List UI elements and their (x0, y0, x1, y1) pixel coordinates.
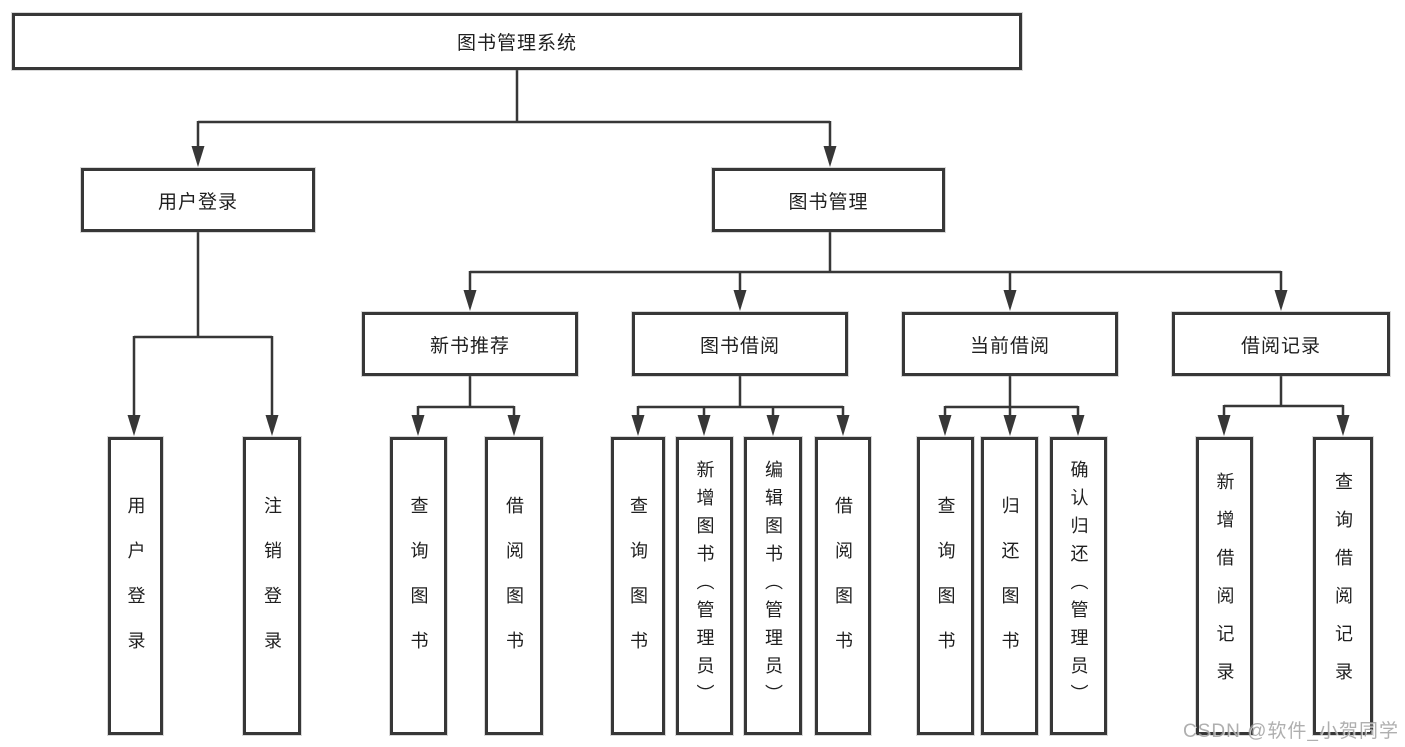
leaf-query-borrow-record-label: 查询借阅记录 (1333, 472, 1353, 700)
arrow-icon (733, 290, 747, 311)
node-user-login-label: 用户登录 (157, 191, 238, 213)
node-book-borrow: 图书借阅 (632, 312, 848, 376)
leaf-add-borrow-record: 新增借阅记录 (1196, 437, 1253, 735)
node-borrow-records-label: 借阅记录 (1240, 335, 1321, 357)
leaf-borrow-books-2-label: 借阅图书 (833, 496, 853, 676)
arrow-icon (265, 415, 279, 436)
node-new-book-recommend: 新书推荐 (362, 312, 578, 376)
arrow-icon (1071, 415, 1085, 436)
leaf-user-login-label: 用户登录 (125, 496, 146, 676)
arrow-icon (697, 415, 711, 436)
leaf-logout: 注销登录 (243, 437, 301, 735)
arrow-icon (766, 415, 780, 436)
arrow-icon (1274, 290, 1288, 311)
node-book-management-label: 图书管理 (788, 191, 869, 213)
leaf-return-books: 归还图书 (981, 437, 1038, 735)
node-borrow-records: 借阅记录 (1172, 312, 1390, 376)
arrow-icon (938, 415, 952, 436)
arrow-icon (1217, 415, 1231, 436)
node-new-book-recommend-label: 新书推荐 (429, 335, 510, 357)
leaf-return-books-label: 归还图书 (999, 496, 1020, 676)
leaf-query-books-3: 查询图书 (917, 437, 974, 735)
leaf-user-login: 用户登录 (108, 437, 163, 735)
arrow-icon (191, 146, 205, 167)
node-root-label: 图书管理系统 (456, 33, 577, 54)
arrow-icon (507, 415, 521, 436)
leaf-add-books-admin-label: 新增图书（管理员） (694, 460, 715, 712)
leaf-add-books-admin: 新增图书（管理员） (676, 437, 733, 735)
arrow-icon (1336, 415, 1350, 436)
arrow-icon (463, 290, 477, 311)
leaf-query-books-1: 查询图书 (390, 437, 447, 735)
arrow-icon (823, 146, 837, 167)
node-current-borrow-label: 当前借阅 (969, 335, 1050, 357)
arrow-icon (127, 415, 141, 436)
arrow-icon (411, 415, 425, 436)
arrow-icon (836, 415, 850, 436)
leaf-logout-label: 注销登录 (262, 496, 282, 676)
arrowheads (127, 146, 1350, 436)
node-root: 图书管理系统 (12, 13, 1022, 70)
leaf-borrow-books-1-label: 借阅图书 (504, 496, 524, 676)
leaf-add-borrow-record-label: 新增借阅记录 (1214, 472, 1235, 700)
leaf-query-books-3-label: 查询图书 (935, 496, 956, 676)
leaf-query-books-2-label: 查询图书 (628, 496, 648, 676)
leaf-query-books-1-label: 查询图书 (408, 496, 429, 676)
node-user-login: 用户登录 (81, 168, 315, 232)
leaf-borrow-books-1: 借阅图书 (485, 437, 543, 735)
arrow-icon (631, 415, 645, 436)
node-current-borrow: 当前借阅 (902, 312, 1118, 376)
csdn-watermark: CSDN @软件_小贺同学 (1183, 721, 1399, 742)
leaf-confirm-return-admin-label: 确认归还（管理员） (1068, 460, 1089, 712)
arrow-icon (1003, 290, 1017, 311)
arrow-icon (1003, 415, 1017, 436)
leaf-borrow-books-2: 借阅图书 (815, 437, 871, 735)
leaf-edit-books-admin: 编辑图书（管理员） (744, 437, 802, 735)
node-book-borrow-label: 图书借阅 (699, 335, 780, 357)
leaf-confirm-return-admin: 确认归还（管理员） (1050, 437, 1107, 735)
leaf-query-books-2: 查询图书 (611, 437, 665, 735)
leaf-edit-books-admin-label: 编辑图书（管理员） (763, 460, 783, 712)
node-book-management: 图书管理 (712, 168, 945, 232)
leaf-query-borrow-record: 查询借阅记录 (1313, 437, 1373, 735)
